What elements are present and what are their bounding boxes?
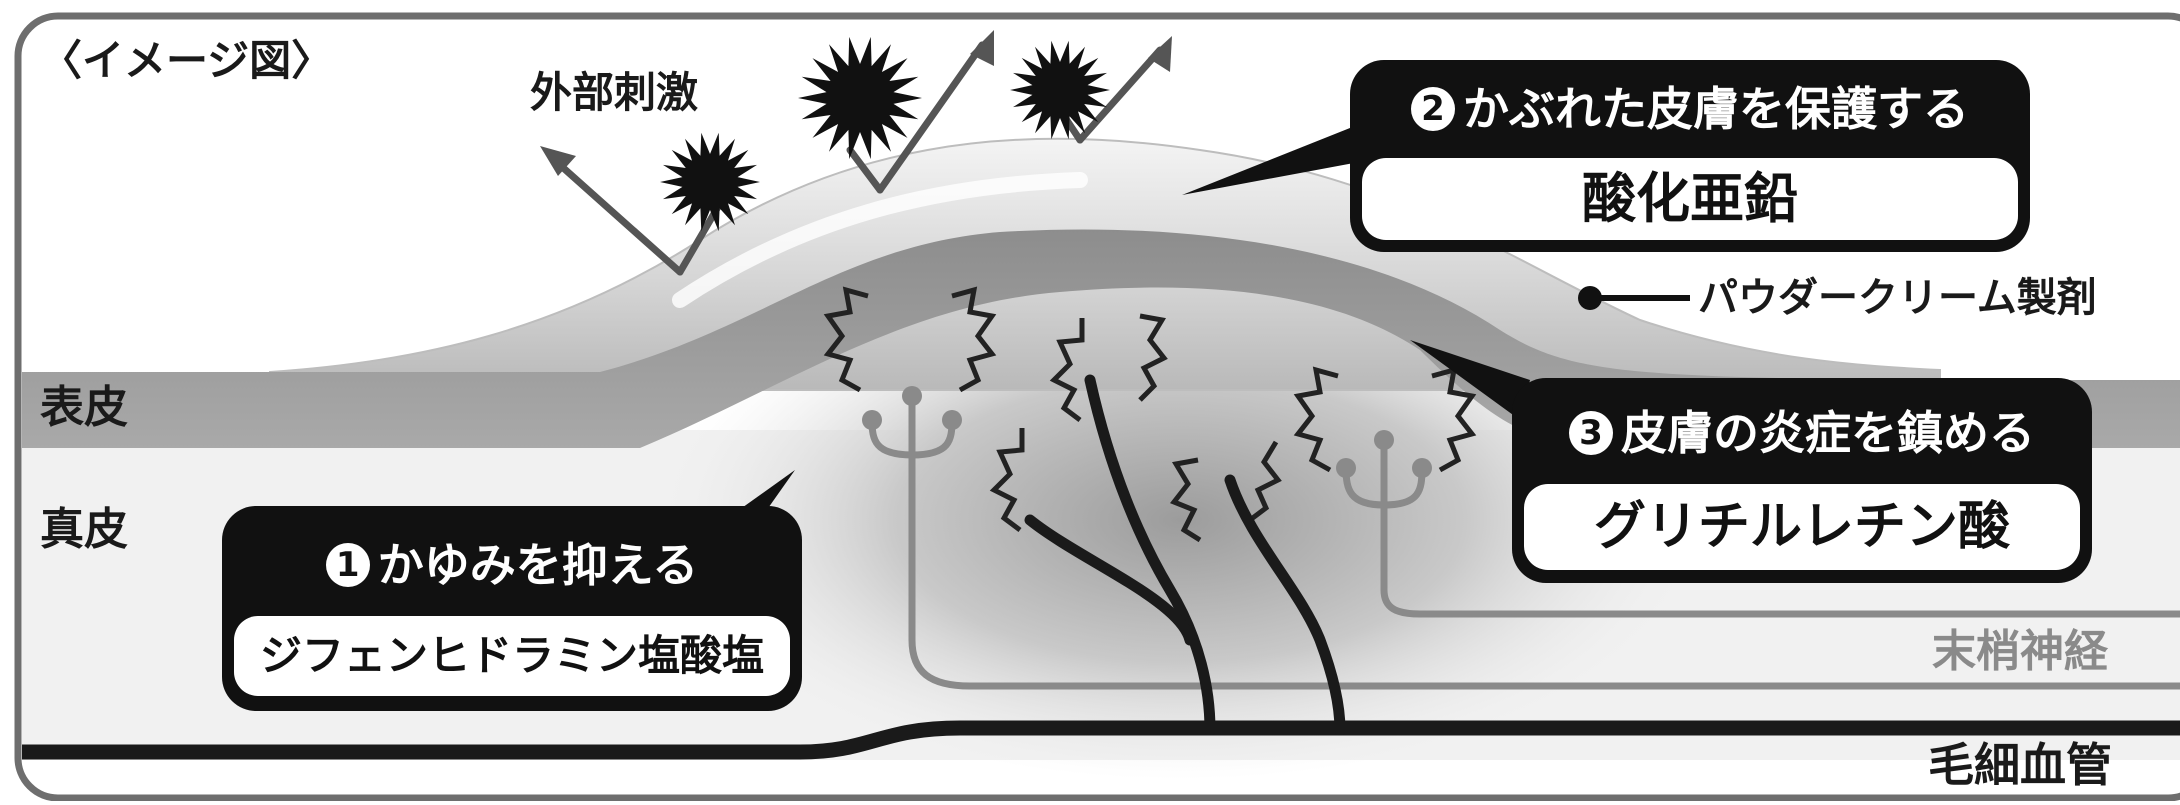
callout-itch-number: 1 [325,542,370,587]
callout-inflammation-number: 3 [1569,410,1613,455]
callout-inflammation-heading-text: 皮膚の炎症を鎮める [1621,406,2035,460]
nerve-label: 末梢神経 [1932,626,2108,677]
cream-highlight [672,172,1088,308]
stimulus-bursts [660,36,1110,232]
stimulus-label: 外部刺激 [530,68,699,117]
arrow-heads [540,30,1172,176]
callout-3-pointer [1410,340,1530,420]
epidermis-label: 表皮 [40,382,128,433]
stimulus-burst-3 [1010,40,1110,140]
nerve-endings [862,386,1432,478]
capillary-label: 毛細血管 [1928,738,2112,792]
stimulus-burst-1 [660,132,760,232]
cream-label: パウダークリーム製剤 [1698,275,2097,321]
callout-protect-heading-text: かぶれた皮膚を保護する [1463,82,1969,136]
diagram-title: 〈イメージ図〉 [40,36,334,85]
callout-inflammation-ingredient: グリチルレチン酸 [1524,484,2080,570]
nerve-trunks [1024,374,1346,736]
stimulus-burst-2 [798,36,922,160]
callout-protect-number: 2 [1411,86,1455,131]
callout-2-pointer [1182,120,1370,195]
callout-itch-heading-text: かゆみを抑える [377,538,699,592]
itch-burst-markers [823,286,1477,543]
capillary-vessel [22,720,2180,760]
callout-itch-ingredient: ジフェンヒドラミン塩酸塩 [234,616,790,696]
callout-protect-ingredient: 酸化亜鉛 [1362,158,2018,240]
dermis-label: 真皮 [40,504,128,555]
